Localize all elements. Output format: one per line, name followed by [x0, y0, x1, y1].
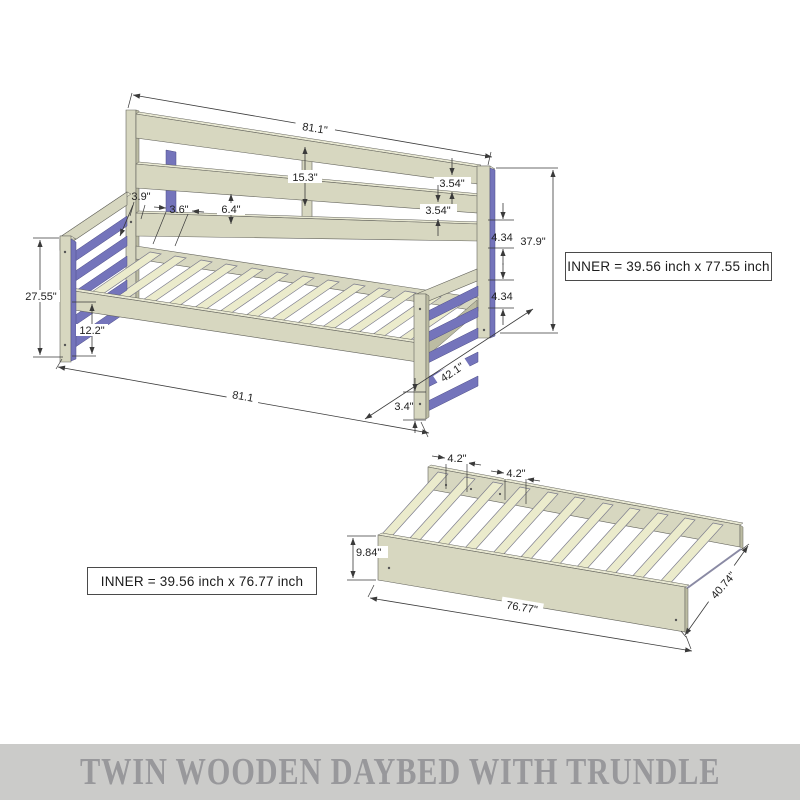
dim-label-length-bottom: 81.1 — [231, 389, 254, 405]
dim-label-slat-gap: 6.4" — [221, 204, 240, 216]
dim-slat-gap: 6.4" — [217, 194, 245, 224]
dim-gap-a: 3.9" — [119, 191, 151, 237]
dim-rail-b: 3.54" — [420, 185, 457, 236]
daybed-front-left-post — [59, 235, 77, 363]
dim-total-height: 37.9" — [496, 167, 558, 334]
dim-label-rail-a: 3.54" — [439, 178, 464, 190]
dim-length-bottom: 81.1 — [55, 358, 430, 438]
trundle-inner-dimensions-box: INNER = 39.56 inch x 76.77 inch — [87, 567, 317, 595]
dim-leg-clearance: 12.2" — [72, 301, 108, 357]
dim-trundle-slat-gap-a: 4.2" — [431, 452, 482, 492]
dim-trundle-length: 76.77" — [367, 584, 693, 653]
dim-label-total-height: 37.9" — [520, 236, 545, 248]
technical-drawing: 81.1" 15.3" 3.54" 3.54" 6.4" — [22, 92, 750, 653]
dim-label-rail-b: 3.54" — [425, 205, 450, 217]
dim-label-length-top: 81.1" — [301, 121, 328, 137]
daybed-back-right-post — [476, 165, 496, 339]
trundle-back-rail — [427, 464, 744, 550]
daybed-back-left-post — [125, 109, 140, 311]
dim-arm-gap-a: 4.34 — [488, 203, 514, 265]
dim-label-trundle-gap-b: 4.2" — [506, 468, 525, 480]
dim-label-foot-height: 3.4" — [394, 401, 413, 413]
daybed-inner-label: INNER = 39.56 inch x 77.55 inch — [567, 259, 770, 274]
dim-trundle-height: 9.84" — [347, 535, 388, 581]
dim-label-arm-gap-b: 4.34 — [491, 291, 512, 303]
dim-label-arm-height: 27.55" — [25, 291, 57, 303]
dim-label-gap-a: 3.9" — [131, 191, 150, 203]
dim-label-leg-clearance: 12.2" — [79, 325, 104, 337]
dim-length-top: 81.1" — [127, 92, 493, 166]
dim-trundle-slat-gap-b: 4.2" — [490, 467, 541, 504]
banner-title: TWIN WOODEN DAYBED WITH TRUNDLE — [79, 751, 721, 793]
dim-label-trundle-gap-a: 4.2" — [447, 453, 466, 465]
dim-label-trundle-height: 9.84" — [356, 547, 381, 559]
daybed-inner-dimensions-box: INNER = 39.56 inch x 77.55 inch — [565, 252, 772, 281]
dim-foot-height: 3.4" — [394, 378, 426, 433]
trundle-drawing: 4.2" 4.2" 9.84" 76.77" — [347, 452, 750, 653]
trundle-inner-label: INNER = 39.56 inch x 76.77 inch — [100, 573, 304, 589]
title-banner: TWIN WOODEN DAYBED WITH TRUNDLE — [0, 744, 800, 800]
daybed-drawing: 81.1" 15.3" 3.54" 3.54" 6.4" — [22, 92, 558, 438]
daybed-front-right-post — [413, 293, 430, 420]
dim-rail-a: 3.54" — [434, 158, 471, 209]
dim-label-slat-width: 3.6" — [169, 204, 188, 216]
dim-label-back-height: 15.3" — [292, 172, 317, 184]
dim-label-arm-gap-a: 4.34 — [491, 232, 512, 244]
dim-arm-height: 27.55" — [22, 237, 63, 358]
dim-slat-width: 3.6" — [152, 204, 205, 247]
dim-label-trundle-length: 76.77" — [505, 599, 538, 616]
dim-back-height: 15.3" — [288, 147, 322, 206]
